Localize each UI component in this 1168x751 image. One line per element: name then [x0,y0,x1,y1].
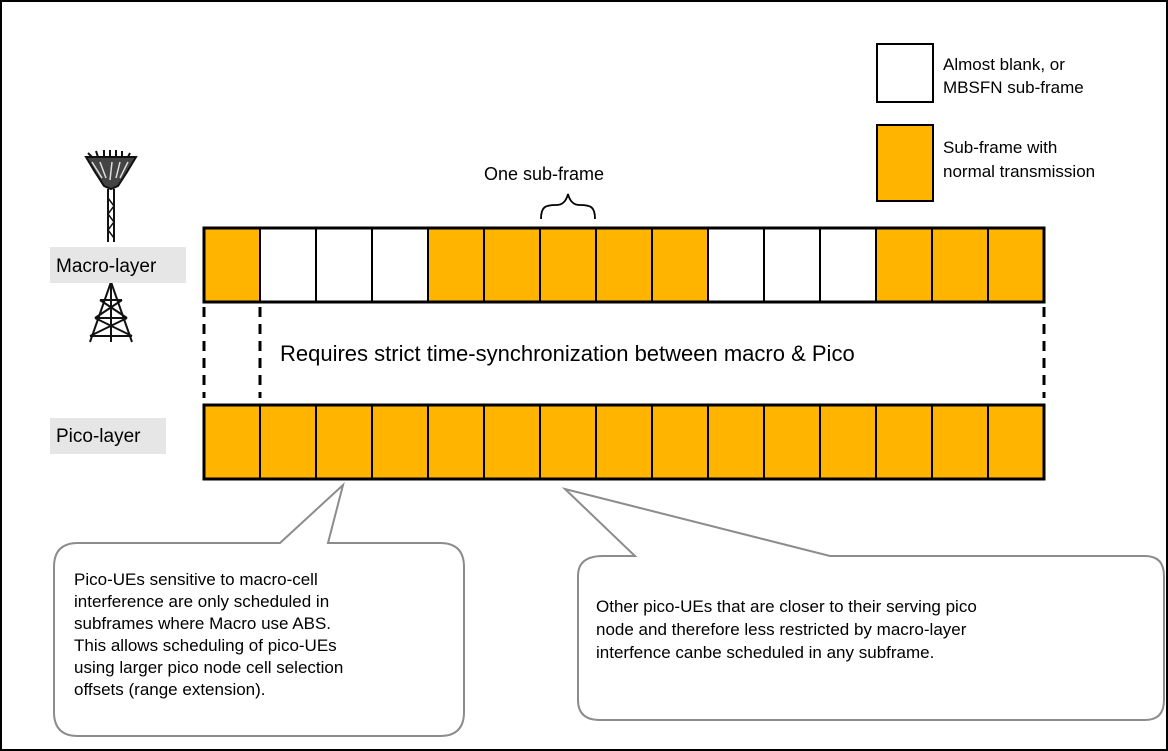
pico-subframe-11-normal [763,404,821,480]
macro-subframe-14-normal [931,227,989,303]
pico-subframe-12-normal [819,404,877,480]
sync-requirement-note: Requires strict time-synchronization bet… [280,341,855,366]
callout-left-bubble [53,481,465,737]
macro-row-outline [202,226,1046,304]
pico-subframe-7-normal [539,404,597,480]
pico-subframe-4-normal [371,404,429,480]
macro-subframe-7-normal [539,227,597,303]
pico-layer-label: Pico-layer [50,418,166,454]
pico-subframe-14-normal [931,404,989,480]
macro-subframe-1-normal [203,227,261,303]
macro-subframe-9-normal [651,227,709,303]
pico-subframe-6-normal [483,404,541,480]
macro-layer-label: Macro-layer [50,247,186,283]
macro-tower-icon [84,150,138,343]
one-subframe-label: One sub-frame [484,164,604,184]
callout-right-line-2: node and therefore less restricted by ma… [596,620,967,639]
sync-guides [202,307,1046,398]
macro-subframe-row [202,226,1046,304]
legend-label-normal-line1: Sub-frame with [943,138,1057,157]
pico-subframe-15-normal [987,404,1045,480]
macro-subframe-15-normal [987,227,1045,303]
pico-row-outline [202,403,1046,481]
callout-left-line-4: This allows scheduling of pico-UEs [74,636,337,655]
callout-right-line-3: interfence canbe scheduled in any subfra… [596,643,934,662]
pico-subframe-3-normal [315,404,373,480]
brace-icon [540,193,596,220]
pico-layer-label-background [50,418,166,454]
macro-layer-label-text: Macro-layer [56,256,157,277]
callout-left-line-6: offsets (range extension). [74,680,266,699]
macro-subframe-4-almost-blank [371,227,429,303]
legend-label-normal-line2: normal transmission [943,162,1095,181]
callout-left-line-3: subframes where Macro use ABS. [74,614,331,633]
pico-subframe-9-normal [651,404,709,480]
callout-right-bubble [561,487,1165,721]
callout-left: Pico-UEs sensitive to macro-cell interfe… [53,481,465,737]
macro-subframe-11-almost-blank [763,227,821,303]
legend: Almost blank, or MBSFN sub-frame Sub-fra… [876,43,1095,202]
macro-subframe-12-almost-blank [819,227,877,303]
macro-subframe-10-almost-blank [707,227,765,303]
callout-left-line-1: Pico-UEs sensitive to macro-cell [74,570,318,589]
macro-layer-label-background [50,247,186,283]
legend-label-almost-blank-line1: Almost blank, or [943,55,1065,74]
legend-label-almost-blank-line2: MBSFN sub-frame [943,78,1084,97]
macro-subframe-8-normal [595,227,653,303]
pico-subframe-13-normal [875,404,933,480]
callout-left-line-5: using larger pico node cell selection [74,658,343,677]
callout-left-line-2: interference are only scheduled in [74,592,329,611]
macro-subframe-5-normal [427,227,485,303]
pico-subframe-8-normal [595,404,653,480]
callout-right: Other pico-UEs that are closer to their … [561,487,1165,721]
macro-subframe-6-normal [483,227,541,303]
macro-subframe-2-almost-blank [259,227,317,303]
callout-right-line-1: Other pico-UEs that are closer to their … [596,597,977,616]
one-subframe-brace: One sub-frame [484,164,604,220]
pico-subframe-5-normal [427,404,485,480]
pico-subframe-2-normal [259,404,317,480]
pico-subframe-1-normal [203,404,261,480]
macro-subframe-13-normal [875,227,933,303]
macro-subframe-3-almost-blank [315,227,373,303]
pico-subframe-row [202,403,1046,481]
legend-swatch-almost-blank [876,43,934,103]
legend-swatch-normal-transmission [876,124,934,202]
pico-subframe-10-normal [707,404,765,480]
pico-layer-label-text: Pico-layer [56,426,141,447]
